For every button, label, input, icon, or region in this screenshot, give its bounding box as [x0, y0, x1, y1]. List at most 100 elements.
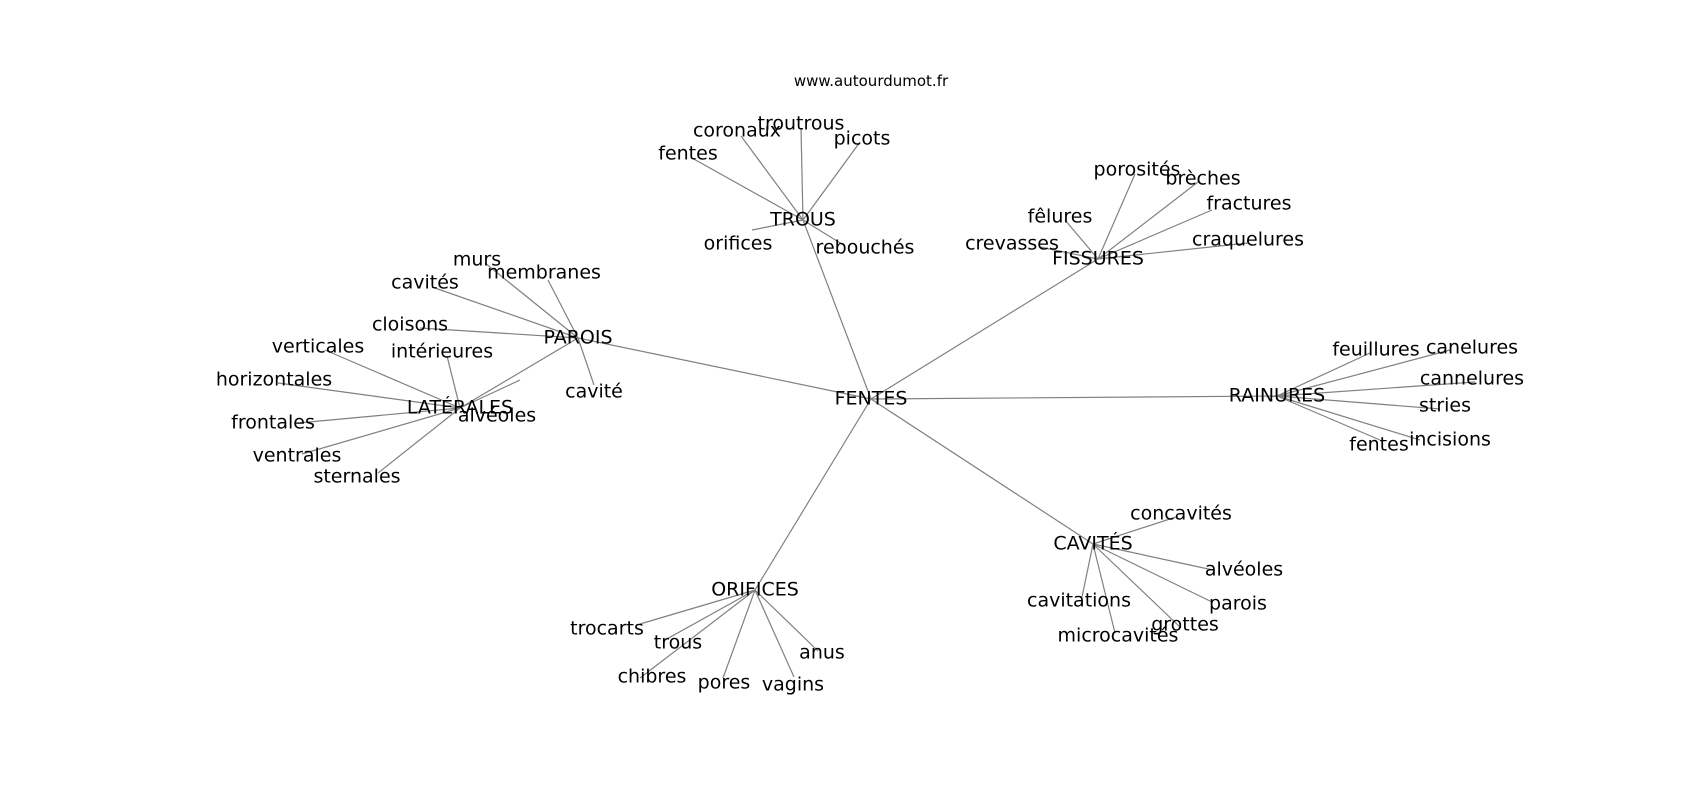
center-node-label: FENTES [834, 387, 908, 410]
leaf-node-canelures: canelures [1425, 336, 1519, 359]
leaf-node-cannelures: cannelures [1419, 367, 1525, 390]
leaf-node-porosites: porosités [1093, 158, 1181, 181]
edge-trous-coronaux [740, 135, 804, 221]
edge-parois-membranes [547, 279, 579, 339]
leaf-node-microcavites: microcavités [1057, 624, 1179, 647]
edge-laterales-ventrales [301, 407, 461, 455]
leaf-node-feuillures: feuillures [1332, 338, 1420, 361]
leaf-node-murs: murs [452, 248, 502, 271]
leaf-node-alveoles: alvéoles [1204, 558, 1284, 581]
edge-cavites-cavitations [1081, 543, 1094, 598]
edge-orifices-trous [664, 589, 756, 641]
site-watermark: www.autourdumot.fr [793, 72, 949, 90]
leaf-node-cavite: cavité [565, 380, 623, 403]
hub-node-fissures: FISSURES [1052, 247, 1144, 270]
hub-node-laterales: LATÉRALES [406, 396, 514, 419]
leaf-node-trocarts: trocarts [570, 617, 644, 640]
leaf-node-anus: anus [799, 641, 845, 664]
leaf-node-cavitations: cavitations [1027, 589, 1131, 612]
edge-parois-murs [484, 262, 579, 339]
edge-rainures-cannelures [1276, 381, 1476, 397]
edge-fissures-felures [1064, 219, 1099, 260]
leaf-node-grottes: grottes [1151, 613, 1219, 636]
leaf-node-ventrales: ventrales [252, 444, 342, 467]
hub-node-cavites: CAVITÉS [1053, 532, 1133, 555]
edge-rainures-stries [1276, 395, 1441, 410]
edge-laterales [459, 337, 579, 409]
edge-rainures-feuillures [1276, 352, 1371, 397]
edge-trous-troutrous [800, 127, 804, 221]
leaf-node-alveoles: alvéoles [457, 404, 537, 427]
leaf-node-pores: pores [697, 671, 751, 694]
leaf-node-troutrous: troutrous [757, 112, 845, 135]
edge-rainures [870, 395, 1278, 400]
edge-cavites-alveoles [1092, 543, 1214, 571]
leaf-node-concavites: concavités [1130, 502, 1232, 525]
edge-laterales-verticales [324, 349, 461, 409]
edge-cavites-parois [1092, 543, 1213, 603]
leaf-node-crevasses: crevasses [965, 232, 1059, 255]
leaf-node-verticales: verticales [271, 335, 365, 358]
edge-fissures-crevasses [1039, 246, 1099, 260]
leaf-node-interieures: intérieures [390, 340, 494, 363]
leaf-node-breches: brèches [1165, 167, 1241, 190]
edge-cavites-grottes [1092, 543, 1182, 629]
edge-cavites-microcavites [1092, 543, 1116, 634]
edge-laterales-frontales [297, 407, 461, 424]
edge-fissures-porosites [1097, 173, 1136, 260]
edge-trous-picots [802, 141, 861, 221]
leaf-node-incisions: incisions [1409, 428, 1491, 451]
edge-orifices-anus [754, 589, 819, 652]
leaf-node-frontales: frontales [231, 411, 315, 434]
leaf-node-trous: trous [653, 631, 703, 654]
edge-trous-fentes [691, 157, 804, 221]
edge-parois-cloisons [419, 327, 579, 339]
edge-trous-rebouches [802, 219, 846, 247]
leaf-node-fentes: fentes [1349, 433, 1409, 456]
edge-orifices-pores [722, 589, 756, 679]
leaf-node-orifices: orifices [703, 232, 773, 255]
edge-orifices-vagins [754, 589, 795, 678]
edge-laterales-horizontales [277, 382, 461, 409]
edge-orifices-chibres [639, 589, 756, 679]
edge-cavites [870, 398, 1094, 545]
edge-parois-cavites [431, 286, 579, 339]
leaf-node-felures: fêlures [1027, 205, 1093, 228]
edge-laterales-sternales [377, 407, 461, 474]
edge-trous [802, 219, 872, 400]
edge-laterales-alveoles [459, 379, 521, 409]
edge-fissures-fractures [1097, 209, 1213, 260]
edge-cavites-concavites [1092, 516, 1177, 545]
edge-orifices-trocarts [639, 589, 756, 625]
leaf-node-parois: parois [1209, 592, 1267, 615]
leaf-node-horizontales: horizontales [215, 368, 333, 391]
hub-node-trous: TROUS [770, 208, 836, 231]
leaf-node-coronaux: coronaux [692, 119, 782, 142]
edge-rainures-fentes [1276, 395, 1381, 441]
leaf-node-picots: picots [833, 127, 891, 150]
leaf-node-cloisons: cloisons [371, 313, 449, 336]
leaf-node-membranes: membranes [487, 261, 601, 284]
edge-fissures-breches [1097, 181, 1199, 260]
edge-laterales-interieures [446, 355, 461, 409]
edge-rainures-canelures [1276, 349, 1451, 397]
hub-node-parois: PAROIS [543, 326, 613, 349]
edge-parois [577, 337, 872, 400]
leaf-node-chibres: chibres [617, 665, 687, 688]
edge-parois-cavite [577, 337, 595, 386]
leaf-node-rebouches: rebouchés [815, 236, 915, 259]
leaf-node-stries: stries [1418, 394, 1472, 417]
leaf-node-vagins: vagins [761, 673, 825, 696]
edge-fissures-craquelures [1097, 242, 1249, 260]
edge-rainures-incisions [1276, 395, 1421, 441]
edge-orifices [754, 398, 872, 591]
edge-fissures [870, 258, 1099, 400]
leaf-node-craquelures: craquelures [1192, 228, 1304, 251]
leaf-node-cavites: cavités [391, 271, 459, 294]
leaf-node-fractures: fractures [1206, 192, 1292, 215]
hub-node-rainures: RAINURES [1228, 384, 1326, 407]
hub-node-orifices: ORIFICES [711, 578, 799, 601]
edge-trous-orifices [751, 219, 804, 231]
